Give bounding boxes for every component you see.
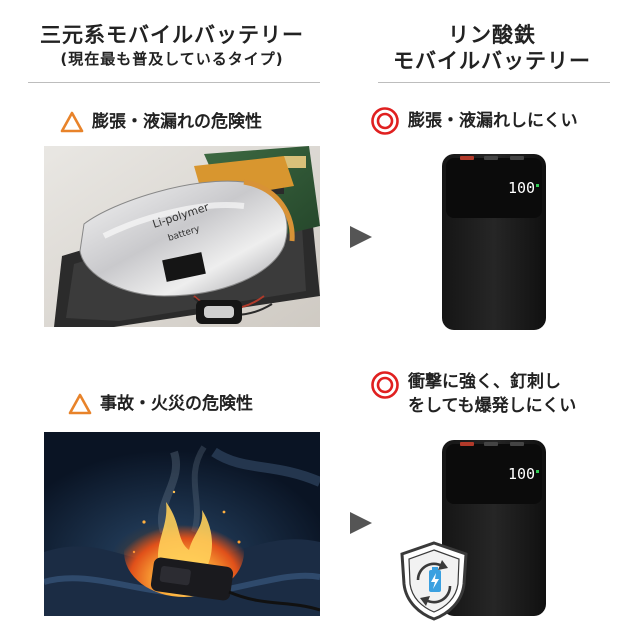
row2-right-label: 衝撃に強く、釘刺し をしても爆発しにくい — [370, 370, 576, 418]
right-header-line1: リン酸鉄 — [448, 23, 536, 47]
double-circle-icon — [371, 107, 399, 135]
right-column-header: リン酸鉄 モバイルバッテリー — [372, 22, 612, 74]
power-bank-product-2: 100 — [440, 436, 550, 618]
row2-left-label-text: 事故・火災の危険性 — [100, 394, 253, 414]
right-header-rule — [378, 82, 610, 83]
burning-battery-photo — [44, 432, 320, 616]
row1-right-label-text: 膨張・液漏れしにくい — [408, 111, 578, 131]
power-bank-product-1: 100 — [440, 150, 550, 332]
row2-right-label-text: 衝撃に強く、釘刺し をしても爆発しにくい — [408, 370, 576, 418]
right-header-line2: モバイルバッテリー — [393, 49, 591, 73]
swollen-battery-photo: Li-polymer battery — [44, 146, 320, 327]
row2-right-label-line1: 衝撃に強く、釘刺し — [408, 372, 561, 392]
row2-left-label: 事故・火災の危険性 — [68, 392, 253, 416]
double-circle-icon — [371, 371, 399, 399]
row1-left-label-text: 膨張・液漏れの危険性 — [92, 112, 262, 132]
warning-triangle-icon — [60, 111, 84, 133]
row2-arrow-icon — [350, 512, 372, 534]
row1-arrow-icon — [350, 226, 372, 248]
left-header-title: 三元系モバイルバッテリー — [40, 23, 304, 47]
warning-triangle-icon — [68, 393, 92, 415]
row1-left-label: 膨張・液漏れの危険性 — [60, 110, 262, 134]
row2-right-label-line2: をしても爆発しにくい — [408, 396, 577, 416]
row1-right-label: 膨張・液漏れしにくい — [370, 106, 578, 136]
power-bank-2-display: 100 — [508, 465, 535, 483]
power-bank-1-display: 100 — [508, 179, 535, 197]
left-header-rule — [28, 82, 320, 83]
safety-shield-icon — [398, 540, 470, 622]
left-header-subtitle: (現在最も普及しているタイプ) — [60, 50, 284, 68]
left-column-header: 三元系モバイルバッテリー (現在最も普及しているタイプ) — [22, 22, 322, 70]
